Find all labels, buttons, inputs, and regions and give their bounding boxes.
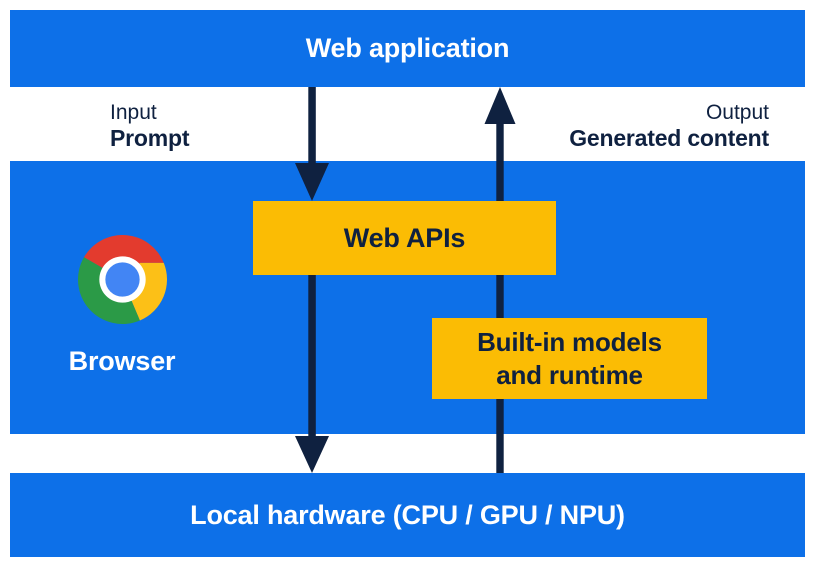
down-arrow-lower-head bbox=[295, 436, 329, 473]
down-arrow-icon bbox=[295, 87, 329, 473]
chrome-logo-icon bbox=[78, 235, 167, 324]
up-arrow-head bbox=[484, 87, 516, 124]
web-apis-label: Web APIs bbox=[343, 222, 466, 253]
down-arrow-upper-stem bbox=[308, 87, 316, 164]
web-application-bar: Web application bbox=[10, 10, 805, 87]
down-arrow-upper-head bbox=[295, 163, 329, 201]
builtin-models-line1: Built-in models bbox=[477, 326, 662, 357]
builtin-models-line2: and runtime bbox=[496, 359, 643, 390]
up-arrow-stem bbox=[496, 122, 504, 473]
builtin-models-box: Built-in models and runtime bbox=[432, 318, 707, 399]
input-annotation: Input Prompt bbox=[110, 100, 190, 152]
input-caption: Input bbox=[110, 101, 157, 124]
web-application-label: Web application bbox=[305, 33, 510, 63]
output-caption: Output bbox=[705, 101, 769, 124]
up-arrow-icon bbox=[484, 87, 516, 473]
output-value: Generated content bbox=[569, 125, 769, 151]
chrome-logo-blue-center bbox=[105, 262, 140, 297]
output-annotation: Output Generated content bbox=[569, 100, 769, 152]
input-value: Prompt bbox=[110, 125, 190, 151]
local-hardware-bar: Local hardware (CPU / GPU / NPU) bbox=[10, 473, 805, 557]
browser-label: Browser bbox=[68, 346, 176, 376]
local-hardware-label: Local hardware (CPU / GPU / NPU) bbox=[190, 499, 625, 530]
web-apis-box: Web APIs bbox=[253, 201, 556, 275]
down-arrow-lower-stem bbox=[308, 275, 316, 437]
